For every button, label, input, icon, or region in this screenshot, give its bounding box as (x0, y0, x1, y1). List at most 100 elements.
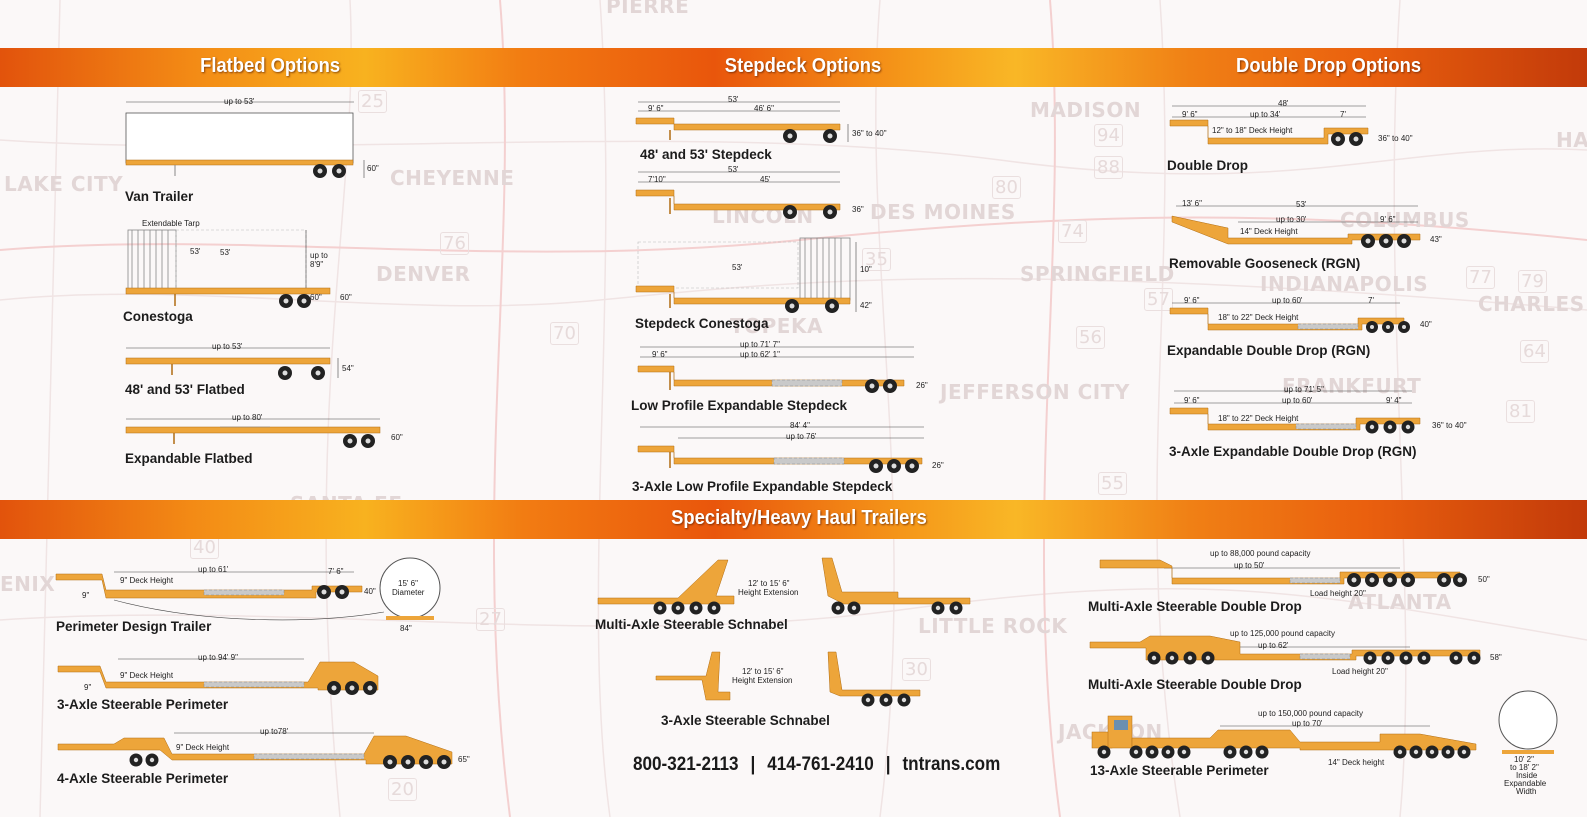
expandable-flatbed: up to 80' 60" Expandable Flatbed (120, 412, 410, 466)
axle3-steerable-schnabel: 12' to 15' 6" Height Extension 3-Axle St… (655, 651, 946, 728)
dim-label: 36" (852, 205, 864, 214)
dim-label: Height Extension (732, 676, 792, 685)
expandable-double-drop-diagram: 9' 6" up to 60' 7' 18" to 22" Deck Heigh… (1169, 296, 1432, 333)
map-highway-shield: 30 (902, 658, 931, 681)
stepdeck-conestoga-label: Stepdeck Conestoga (635, 316, 769, 331)
inside-expandable-width: 10' 2" to 18' 2" Inside Expandable Width (1494, 690, 1564, 802)
multi-axle-schnabel-label: Multi-Axle Steerable Schnabel (595, 617, 788, 632)
dim-label: up to 34' (1250, 110, 1281, 119)
map-city: FRANKFURT (1282, 374, 1422, 398)
dim-label: 10" (860, 265, 872, 274)
dim-label: Load height 20" (1332, 667, 1388, 676)
dim-label: up to 125,000 pound capacity (1230, 629, 1335, 638)
double-drop-diagram: 48' 9' 6" up to 34' 7' 12" to 18" Deck H… (1169, 99, 1413, 146)
dim-label: 10' 2" (1514, 755, 1534, 764)
dim-label: 36" to 40" (1432, 421, 1467, 430)
map-city: INDIANAPOLIS (1260, 272, 1429, 296)
phone-number-1[interactable]: 800-321-2113 (633, 754, 739, 775)
axle3-expandable-double-drop: up to 71' 5" 9' 6" up to 60' 9' 4" 18" t… (1168, 384, 1468, 459)
dim-label: up to 76' (786, 432, 817, 441)
dim-label: 14" Deck Height (1240, 227, 1298, 236)
van-trailer-label: Van Trailer (125, 189, 194, 204)
dim-label: 26" (916, 381, 928, 390)
specialty-banner: Specialty/Heavy Haul Trailers (0, 500, 1587, 539)
dim-label: Width (1516, 787, 1536, 796)
map-highway-shield: 76 (440, 232, 469, 255)
conestoga-trailer: Extendable Tarp 53' 53' up to 8'9" 60" 6… (120, 218, 380, 324)
dim-label: 9" (84, 683, 91, 692)
map-city: LAKE CITY (4, 172, 124, 196)
map-highway-shield: 64 (1520, 340, 1549, 363)
inside-expandable-width-diagram: 10' 2" to 18' 2" Inside Expandable Width (1498, 690, 1558, 796)
lp-expandable-stepdeck-diagram: up to 71' 7" 9' 6" up to 62' 1" 26" (637, 340, 928, 393)
rgn-trailer: 13' 6" 53' up to 30' 9' 6" 14" Deck Heig… (1168, 198, 1468, 271)
dim-label: 60" (310, 293, 322, 302)
dim-label: 36" to 40" (1378, 134, 1413, 143)
dim-label: 42" (860, 301, 872, 310)
van-trailer: up to 53' 60" Van Trailer (120, 94, 390, 204)
axle13-perimeter-diagram: up to 150,000 pound capacity up to 70' 1… (1091, 709, 1477, 767)
double-drop-trailer: 48' 9' 6" up to 34' 7' 12" to 18" Deck H… (1167, 99, 1438, 173)
dim-label: 7' (1368, 296, 1374, 305)
rgn-diagram: 13' 6" 53' up to 30' 9' 6" 14" Deck Heig… (1171, 199, 1442, 248)
stepdeck-label: 48' and 53' Stepdeck (640, 147, 772, 162)
dim-label: up to 71' 7" (740, 340, 780, 349)
axle3-expandable-dd-diagram: up to 71' 5" 9' 6" up to 60' 9' 4" 18" t… (1169, 385, 1467, 434)
axle4-steerable-perimeter-diagram: up to78' 9" Deck Height 65" (57, 727, 470, 769)
dim-label: 9' 4" (1386, 396, 1402, 405)
map-city: CHEYENNE (390, 166, 515, 190)
dim-label: up to 88,000 pound capacity (1210, 549, 1311, 558)
map-highway-shield: 25 (358, 90, 387, 113)
dim-label: 58" (1490, 653, 1502, 662)
multi-axle-steerable-double-drop-2: up to 125,000 pound capacity up to 62' L… (1088, 628, 1510, 692)
stepdeck-45-trailer: 53' 7'10" 45' 36" (634, 164, 904, 224)
dim-label: Expandable (1504, 779, 1547, 788)
flatbed-label: 48' and 53' Flatbed (125, 382, 245, 397)
stepdeck-45-diagram: 53' 7'10" 45' 36" (635, 165, 864, 219)
dim-label: up to 30' (1276, 215, 1307, 224)
dim-label: up to 53' (212, 342, 243, 351)
flatbed-diagram: up to 53' 54" (125, 342, 354, 380)
axle3-schnabel-label: 3-Axle Steerable Schnabel (661, 713, 830, 728)
map-city: CHARLES (1478, 292, 1585, 316)
dim-label: up to 94' 9" (198, 653, 238, 662)
flatbed-options-title: Flatbed Options (200, 55, 341, 77)
low-profile-expandable-stepdeck: up to 71' 7" 9' 6" up to 62' 1" 26" Low … (631, 340, 944, 413)
double-drop-label: Double Drop (1167, 158, 1248, 173)
dim-label: 53' (220, 248, 231, 257)
map-city: LITTLE ROCK (918, 614, 1068, 638)
map-highway-shield: 74 (1058, 220, 1087, 243)
dim-label: 9" Deck Height (120, 576, 174, 585)
dim-label: up to 50' (1234, 561, 1265, 570)
dim-label: 53' (728, 165, 739, 174)
dim-label: 18" to 22" Deck Height (1218, 313, 1299, 322)
website-link[interactable]: tntrans.com (902, 754, 1001, 775)
multi-axle-steerable-schnabel: 12' to 15' 6" Height Extension Multi-Axl… (595, 556, 988, 632)
dim-label: 18" to 22" Deck Height (1218, 414, 1299, 423)
double-drop-options-title: Double Drop Options (1236, 55, 1422, 77)
multi-axle-dd-1-label: Multi-Axle Steerable Double Drop (1088, 599, 1302, 614)
dim-label: 9" (82, 591, 89, 600)
dim-label: 7'10" (648, 175, 666, 184)
axle3-low-profile-expandable-stepdeck: 84' 4" up to 76' 26" 3-Axle Low Profile … (632, 420, 954, 494)
map-highway-shield: 27 (476, 608, 505, 631)
axle3-expandable-dd-label: 3-Axle Expandable Double Drop (RGN) (1169, 444, 1417, 459)
map-city: SPRINGFIELD (1020, 262, 1175, 286)
dim-label: 53' (1296, 200, 1307, 209)
dim-label: 9' 6" (1182, 110, 1198, 119)
map-highway-shield: 70 (550, 322, 579, 345)
expandable-double-drop: 9' 6" up to 60' 7' 18" to 22" Deck Heigh… (1167, 296, 1448, 358)
map-highway-shield: 88 (1094, 156, 1123, 179)
map-highway-shield: 81 (1506, 400, 1535, 423)
dim-label: to 18' 2" (1510, 763, 1539, 772)
axle13-perimeter-label: 13-Axle Steerable Perimeter (1090, 763, 1269, 778)
phone-number-2[interactable]: 414-761-2410 (767, 754, 874, 775)
dim-label: up to 71' 5" (1284, 385, 1324, 394)
axle3-lp-stepdeck-diagram: 84' 4" up to 76' 26" (637, 421, 944, 473)
dim-label: 60" (391, 433, 403, 442)
map-city: HAR (1556, 128, 1587, 152)
lp-expandable-stepdeck-label: Low Profile Expandable Stepdeck (631, 398, 848, 413)
dim-label: 14" Deck height (1328, 758, 1385, 767)
dim-label: 40" (364, 587, 376, 596)
map-city: PIERRE (606, 0, 690, 18)
